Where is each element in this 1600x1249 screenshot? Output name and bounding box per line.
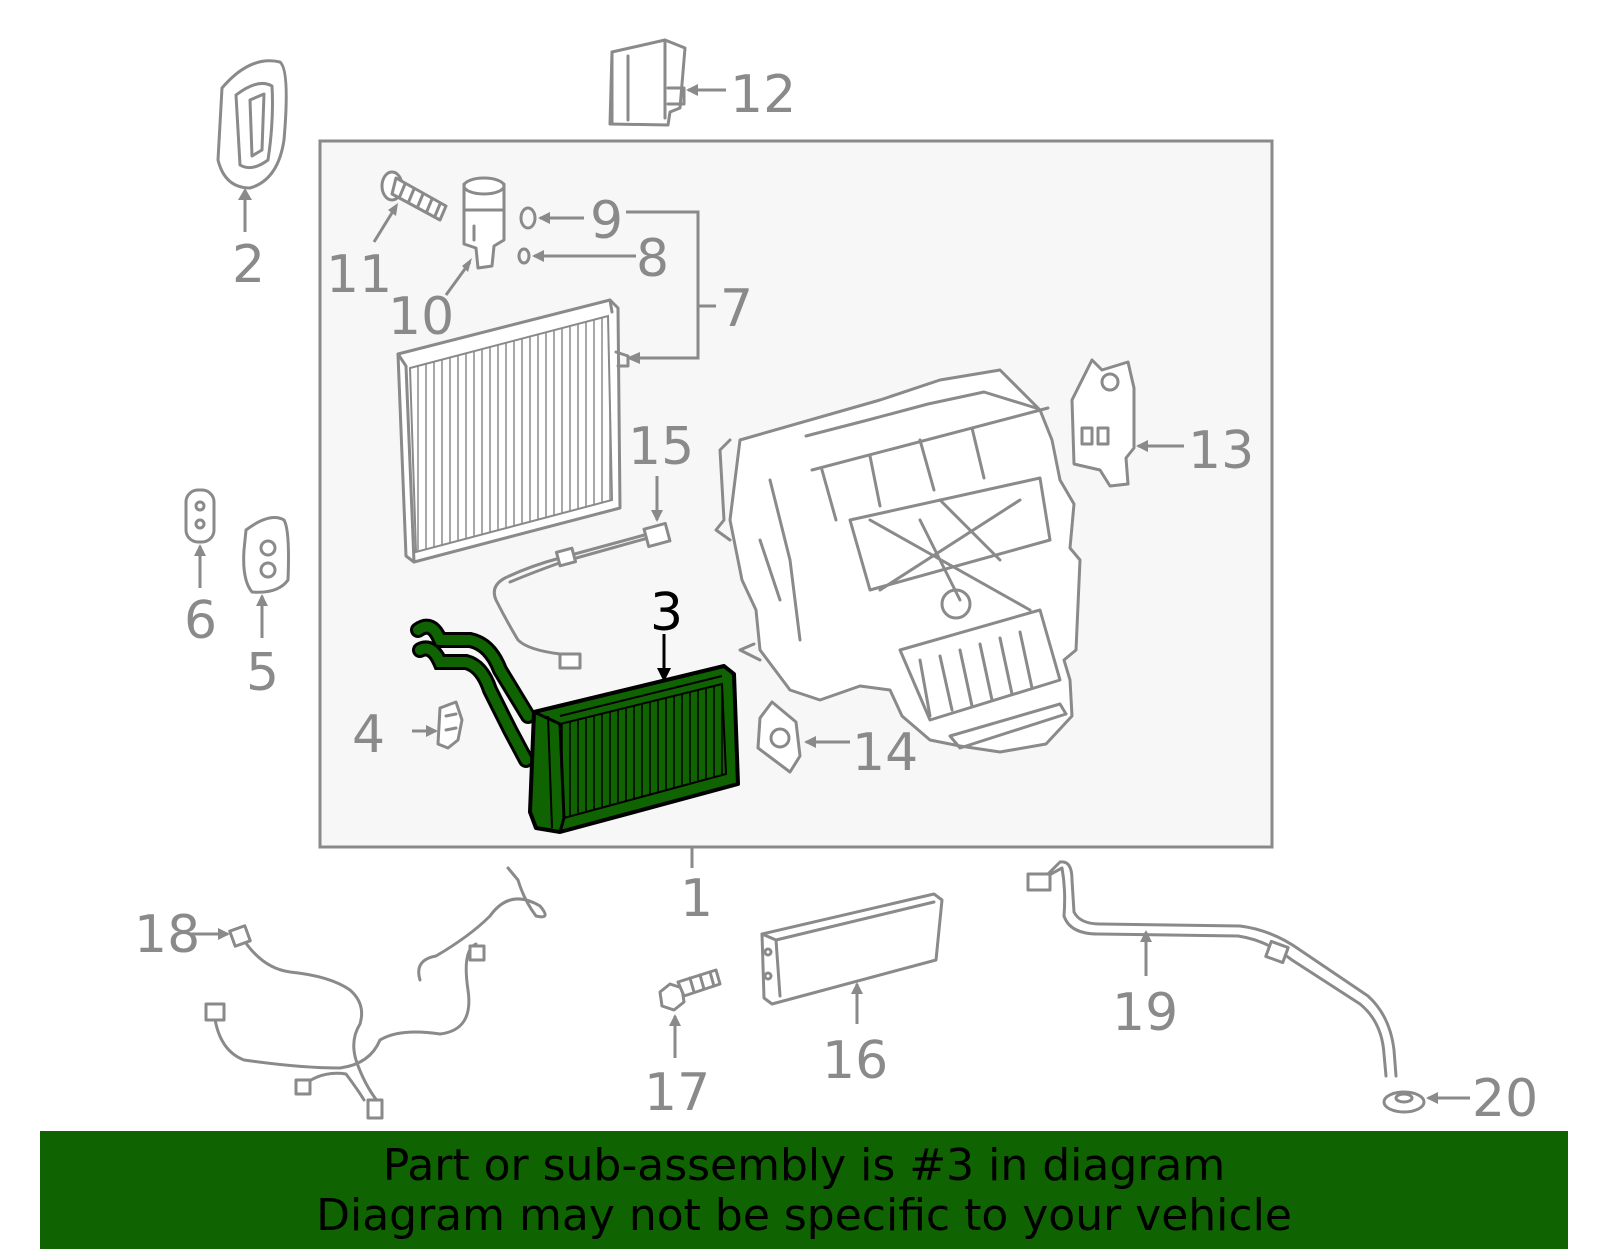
callout-11: 11 [326, 245, 392, 305]
part-4-clip [412, 700, 464, 750]
callout-20: 20 [1472, 1069, 1538, 1129]
bracket-7 [626, 210, 716, 360]
part-10-expansion-valve [444, 176, 506, 296]
part-2-duct-seal [216, 59, 288, 232]
callout-1: 1 [680, 869, 713, 929]
callout-3: 3 [650, 583, 683, 643]
callout-6: 6 [184, 591, 217, 651]
info-banner: Part or sub-assembly is #3 in diagram Di… [40, 1131, 1568, 1249]
part-5-grommet [242, 516, 290, 638]
banner-line-1: Part or sub-assembly is #3 in diagram [382, 1140, 1226, 1191]
part-11-bolt [372, 170, 448, 243]
callout-8: 8 [636, 229, 669, 289]
callout-18: 18 [134, 905, 200, 965]
part-12-control-module [608, 38, 726, 127]
callout-10: 10 [388, 287, 454, 347]
part-7-evaporator [396, 298, 630, 564]
callout-15: 15 [628, 417, 694, 477]
part-16-panel [760, 892, 944, 1024]
part-17-bolt [658, 968, 722, 1058]
part-8-o-ring [517, 247, 636, 265]
callout-9: 9 [590, 191, 623, 251]
callout-16: 16 [822, 1031, 888, 1091]
part-18-wire-harness [190, 866, 547, 1120]
part-3-heater-core [410, 618, 740, 834]
callout-5: 5 [246, 643, 279, 703]
callout-13: 13 [1188, 421, 1254, 481]
callout-7: 7 [720, 279, 753, 339]
callout-2: 2 [232, 235, 265, 295]
callout-19: 19 [1112, 983, 1178, 1043]
callout-4: 4 [352, 705, 385, 765]
callout-17: 17 [644, 1063, 710, 1123]
part-15-sensor [492, 476, 672, 670]
part-14-seal [756, 700, 850, 774]
part-13-bracket [1070, 358, 1184, 488]
part-6-grommet [184, 488, 216, 588]
part-19-drain-hose [1026, 860, 1398, 1078]
banner-line-2: Diagram may not be specific to your vehi… [316, 1190, 1292, 1241]
part-9-o-ring [519, 206, 584, 230]
callout-12: 12 [730, 65, 796, 125]
callout-14: 14 [852, 723, 918, 783]
part-20-grommet [1382, 1090, 1470, 1114]
hvac-case [714, 368, 1082, 754]
